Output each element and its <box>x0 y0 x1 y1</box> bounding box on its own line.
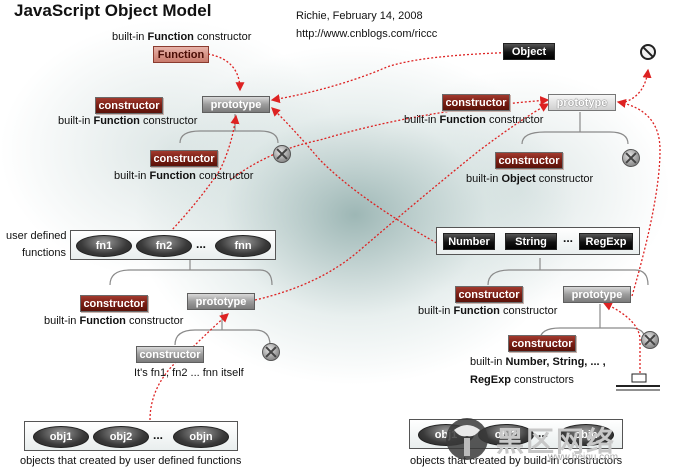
label-prefix: built-in <box>466 173 502 185</box>
label-prefix: built-in <box>418 305 454 317</box>
fnn-pill: fnn <box>215 235 271 257</box>
label-suffix: constructors <box>510 374 574 386</box>
constructor-box-4: constructor <box>495 152 563 169</box>
label-suffix: constructor <box>499 305 558 317</box>
constructor-box-7: constructor <box>508 335 576 352</box>
objn-pill: objn <box>173 426 229 448</box>
obj2-pill: obj2 <box>93 426 149 448</box>
regexp-constructors-label: RegExp constructors <box>470 374 574 386</box>
builtin-function-label-2: built-in Function constructor <box>114 170 253 182</box>
builtin-object-label: built-in Object constructor <box>466 173 593 185</box>
constructors-ellipsis: ... <box>563 231 574 245</box>
objn-pill-2: objn <box>558 424 614 446</box>
fn1-pill: fn1 <box>76 235 132 257</box>
label-function-word: Function <box>149 170 196 182</box>
constructor-box-gray: constructor <box>136 346 204 363</box>
label-prefix: built-in <box>470 356 506 368</box>
label-suffix: constructor <box>535 173 594 185</box>
user-defined-label: user defined <box>6 230 67 242</box>
diagram-title: JavaScript Object Model <box>14 1 212 20</box>
label-suffix: constructor <box>485 114 544 126</box>
label-object-word: Object <box>501 173 536 185</box>
constructor-box-1: constructor <box>95 97 163 114</box>
builtin-function-label-3: built-in Function constructor <box>404 114 543 126</box>
string-box: String <box>505 233 557 250</box>
label-function-word: Function <box>147 31 194 43</box>
author-date: Richie, February 14, 2008 <box>296 10 423 22</box>
label-suffix: constructor <box>125 315 184 327</box>
objects-ellipsis-2: ... <box>538 426 549 440</box>
null-circle-icon <box>273 145 291 163</box>
function-prototype-box: prototype <box>202 96 270 113</box>
prototype-chain-arrows <box>149 51 661 421</box>
builtin-prototype-box: prototype <box>563 286 631 303</box>
label-function-word: Function <box>439 114 486 126</box>
builtin-function-label-1: built-in Function constructor <box>58 115 197 127</box>
user-functions-panel: fn1 fn2 ... fnn <box>70 230 276 260</box>
builtin-function-label-4: built-in Function constructor <box>44 315 183 327</box>
object-prototype-box: prototype <box>548 94 616 111</box>
obj1-pill: obj1 <box>33 426 89 448</box>
constructor-box-3: constructor <box>442 94 510 111</box>
label-function-word: Function <box>79 315 126 327</box>
functions-label: functions <box>22 247 67 259</box>
user-prototype-box: prototype <box>187 293 255 310</box>
null-circle-icon-4 <box>641 331 659 349</box>
null-forbid-icon <box>640 44 656 60</box>
null-circle-icon-2 <box>622 149 640 167</box>
constructor-box-6: constructor <box>455 286 523 303</box>
builtin-function-label-5: built-in Function constructor <box>418 305 557 317</box>
constructor-box-2: constructor <box>150 150 218 167</box>
author-url: http://www.cnblogs.com/riccc <box>296 28 438 40</box>
label-prefix: built-in <box>44 315 80 327</box>
watermark-text: 黑区网络 <box>496 426 617 457</box>
label-function-word: Function <box>93 115 140 127</box>
regexp-box: RegExp <box>579 233 633 250</box>
label-prefix: built-in <box>114 170 150 182</box>
label-prefix: built-in <box>112 31 148 43</box>
objects-ellipsis: ... <box>153 428 164 442</box>
label-prefix: built-in <box>404 114 440 126</box>
label-number-string: Number, String, ... , <box>505 356 606 368</box>
hatch-marker <box>616 373 660 391</box>
functions-ellipsis: ... <box>196 237 207 251</box>
builtin-function-label-top: built-in Function constructor <box>112 31 251 43</box>
label-prefix: built-in <box>58 115 94 127</box>
fn2-pill: fn2 <box>136 235 192 257</box>
label-suffix: constructor <box>195 170 254 182</box>
label-regexp-word: RegExp <box>470 374 511 386</box>
number-box: Number <box>443 233 495 250</box>
label-function-word: Function <box>453 305 500 317</box>
builtin-constructors-panel: Number String ... RegExp <box>436 227 640 255</box>
label-suffix: constructor <box>139 115 198 127</box>
fn-itself-label: It's fn1, fn2 ... fnn itself <box>134 367 244 379</box>
watermark-url: www.heiqu.com <box>548 452 619 463</box>
objects-user-label: objects that created by user defined fun… <box>20 455 242 467</box>
object-box: Object <box>503 43 555 60</box>
builtin-number-label: built-in Number, String, ... , <box>470 356 606 368</box>
null-circle-icon-3 <box>262 343 280 361</box>
function-box: Function <box>153 46 209 63</box>
user-objects-panel: obj1 obj2 ... objn <box>24 421 238 451</box>
constructor-box-5: constructor <box>80 295 148 312</box>
label-suffix: constructor <box>193 31 252 43</box>
watermark-logo-icon <box>446 418 488 460</box>
